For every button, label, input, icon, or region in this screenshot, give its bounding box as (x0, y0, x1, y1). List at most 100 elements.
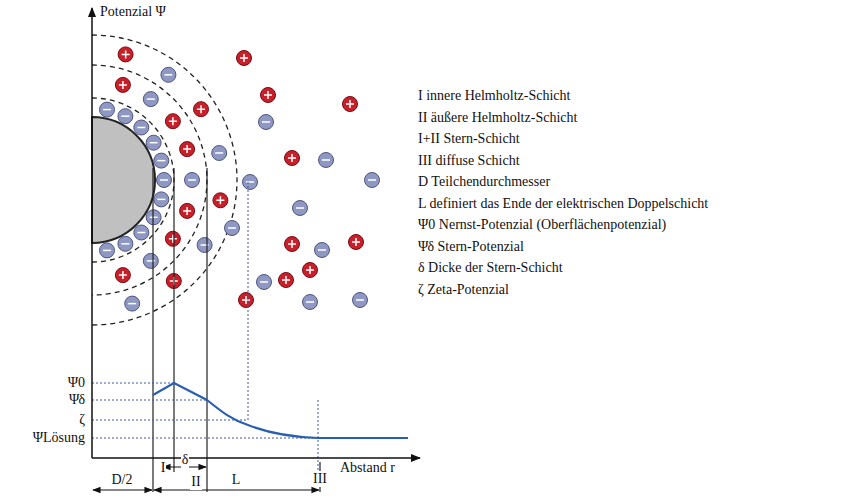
dimension-label: L (231, 472, 242, 488)
legend-note: I innere Helmholtz-Schicht (418, 88, 570, 104)
legend-note: I+II Stern-Schicht (418, 131, 520, 147)
cation (165, 231, 180, 246)
charge-sign (121, 243, 129, 245)
legend-note: L definiert das Ende der elektrischen Do… (418, 196, 708, 212)
anion (293, 201, 308, 216)
anion (154, 153, 169, 168)
cation (180, 142, 195, 157)
charge-sign (296, 207, 304, 209)
legend-note: δ Dicke der Stern-Schicht (418, 260, 563, 276)
anion (134, 120, 149, 135)
anion (185, 173, 200, 188)
shell-arcs (92, 35, 237, 325)
charge-sign (169, 117, 177, 125)
charge-sign (157, 199, 165, 201)
anion (143, 92, 158, 107)
charge-sign (103, 109, 111, 111)
charge-sign (242, 296, 250, 304)
anion (143, 253, 158, 268)
particle (92, 117, 155, 243)
legend-note: Ψ0 Nernst-Potenzial (Oberflächenpotenzia… (418, 217, 666, 233)
charge-sign (346, 100, 354, 108)
charge-sign (228, 227, 236, 229)
charge-sign (128, 303, 136, 305)
charge-sign (318, 249, 326, 251)
cation (118, 47, 133, 62)
cation (343, 97, 358, 112)
charge-sign (368, 179, 376, 181)
legend-note: Ψδ Stern-Potenzial (418, 239, 524, 255)
charge-sign (264, 91, 272, 99)
charge-sign (103, 250, 111, 252)
cation (213, 193, 228, 208)
axis-title: Potenzial Ψ (100, 4, 166, 20)
cation (194, 102, 209, 117)
charge-sign (183, 145, 191, 153)
anion (100, 102, 115, 117)
charge-sign (119, 271, 127, 279)
charge-sign (288, 154, 296, 162)
charge-sign (215, 152, 223, 154)
layer-label: II (190, 474, 201, 490)
cation (261, 88, 276, 103)
charge-sign (356, 299, 364, 301)
guide-lines (92, 182, 318, 470)
charge-sign (197, 105, 205, 113)
potential-label: Ψ0 (67, 375, 86, 391)
charge-sign (322, 159, 330, 161)
charge-sign (246, 181, 254, 183)
cation (237, 51, 252, 66)
anion (154, 192, 169, 207)
charge-sign (262, 121, 270, 123)
charge-sign (183, 207, 191, 215)
axes (92, 8, 420, 458)
cation (349, 235, 364, 250)
charge-sign (260, 281, 268, 283)
charge-sign (306, 266, 314, 274)
anion (257, 275, 272, 290)
layer-label: III (312, 471, 328, 487)
legend-note: D Teilchendurchmesser (418, 174, 550, 190)
charge-sign (169, 235, 177, 243)
charge-sign (119, 81, 127, 89)
anion (161, 67, 176, 82)
anion (118, 109, 133, 124)
potential-label: ΨLösung (32, 430, 86, 446)
anion (319, 153, 334, 168)
charge-sign (282, 276, 290, 284)
cation (165, 114, 180, 129)
ions (100, 47, 380, 311)
charge-sign (164, 74, 172, 76)
potential-label: Ψδ (68, 392, 86, 408)
legend-note: II äußere Helmholtz-Schicht (418, 110, 577, 126)
charge-sign (137, 232, 145, 234)
cation (239, 293, 254, 308)
legend-note: ζ Zeta-Potenzial (418, 282, 509, 298)
charge-sign (121, 115, 129, 117)
cation (115, 77, 130, 92)
anion (243, 175, 258, 190)
anion (146, 135, 161, 150)
charge-sign (122, 50, 130, 58)
anion (118, 236, 133, 251)
anion (197, 238, 212, 253)
cation (285, 237, 300, 252)
legend-note: III diffuse Schicht (418, 153, 520, 169)
potential-curve (153, 383, 408, 438)
anion (353, 293, 368, 308)
charge-sign (216, 196, 224, 204)
anion (100, 243, 115, 258)
anion (157, 173, 172, 188)
charge-sign (147, 98, 155, 100)
charge-sign (240, 54, 248, 62)
charge-sign (306, 301, 314, 303)
layer-lines (153, 168, 320, 492)
anion (315, 243, 330, 258)
dimension-label: D/2 (111, 472, 134, 488)
charge-sign (288, 240, 296, 248)
charge-sign (160, 179, 168, 181)
dimension-label: δ (181, 452, 190, 468)
charge-sign (137, 127, 145, 129)
cation (285, 151, 300, 166)
cation (115, 268, 130, 283)
